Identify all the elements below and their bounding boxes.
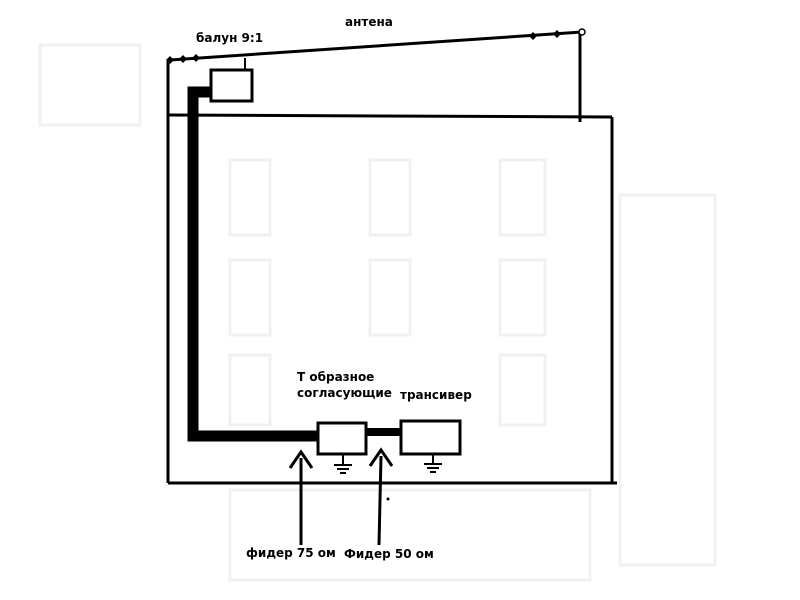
t-matching-label-line2: согласующие <box>297 386 392 400</box>
balun-box <box>209 68 254 103</box>
ground-symbol-transceiver <box>424 454 442 473</box>
transceiver-box <box>399 419 462 456</box>
building-outline <box>166 60 617 485</box>
feeder-75-label: фидер 75 ом <box>246 546 336 560</box>
transceiver-label: трансивер <box>400 388 472 402</box>
insulator-left-3 <box>192 54 200 62</box>
antenna-wire <box>169 30 583 122</box>
arrow-feeder-50 <box>368 447 394 546</box>
t-matching-label-line1: Т образное <box>297 370 375 384</box>
t-matching-box <box>316 421 368 456</box>
insulator-left-2 <box>179 55 187 63</box>
insulator-right-2 <box>553 30 561 38</box>
insulator-right-1 <box>529 32 537 40</box>
antenna-insulators <box>166 30 561 64</box>
stray-dot <box>386 497 390 501</box>
arrow-feeder-75 <box>288 449 314 545</box>
ground-symbol-t-match <box>334 454 352 474</box>
balun-label: балун 9:1 <box>196 31 264 45</box>
feeder-75-cable <box>187 86 318 442</box>
insulator-left-1 <box>166 56 174 64</box>
ghost-background <box>38 43 717 582</box>
antenna-end-point <box>578 28 586 36</box>
antenna-label: антена <box>345 15 393 29</box>
feeder-50-label: Фидер 50 ом <box>344 547 434 561</box>
